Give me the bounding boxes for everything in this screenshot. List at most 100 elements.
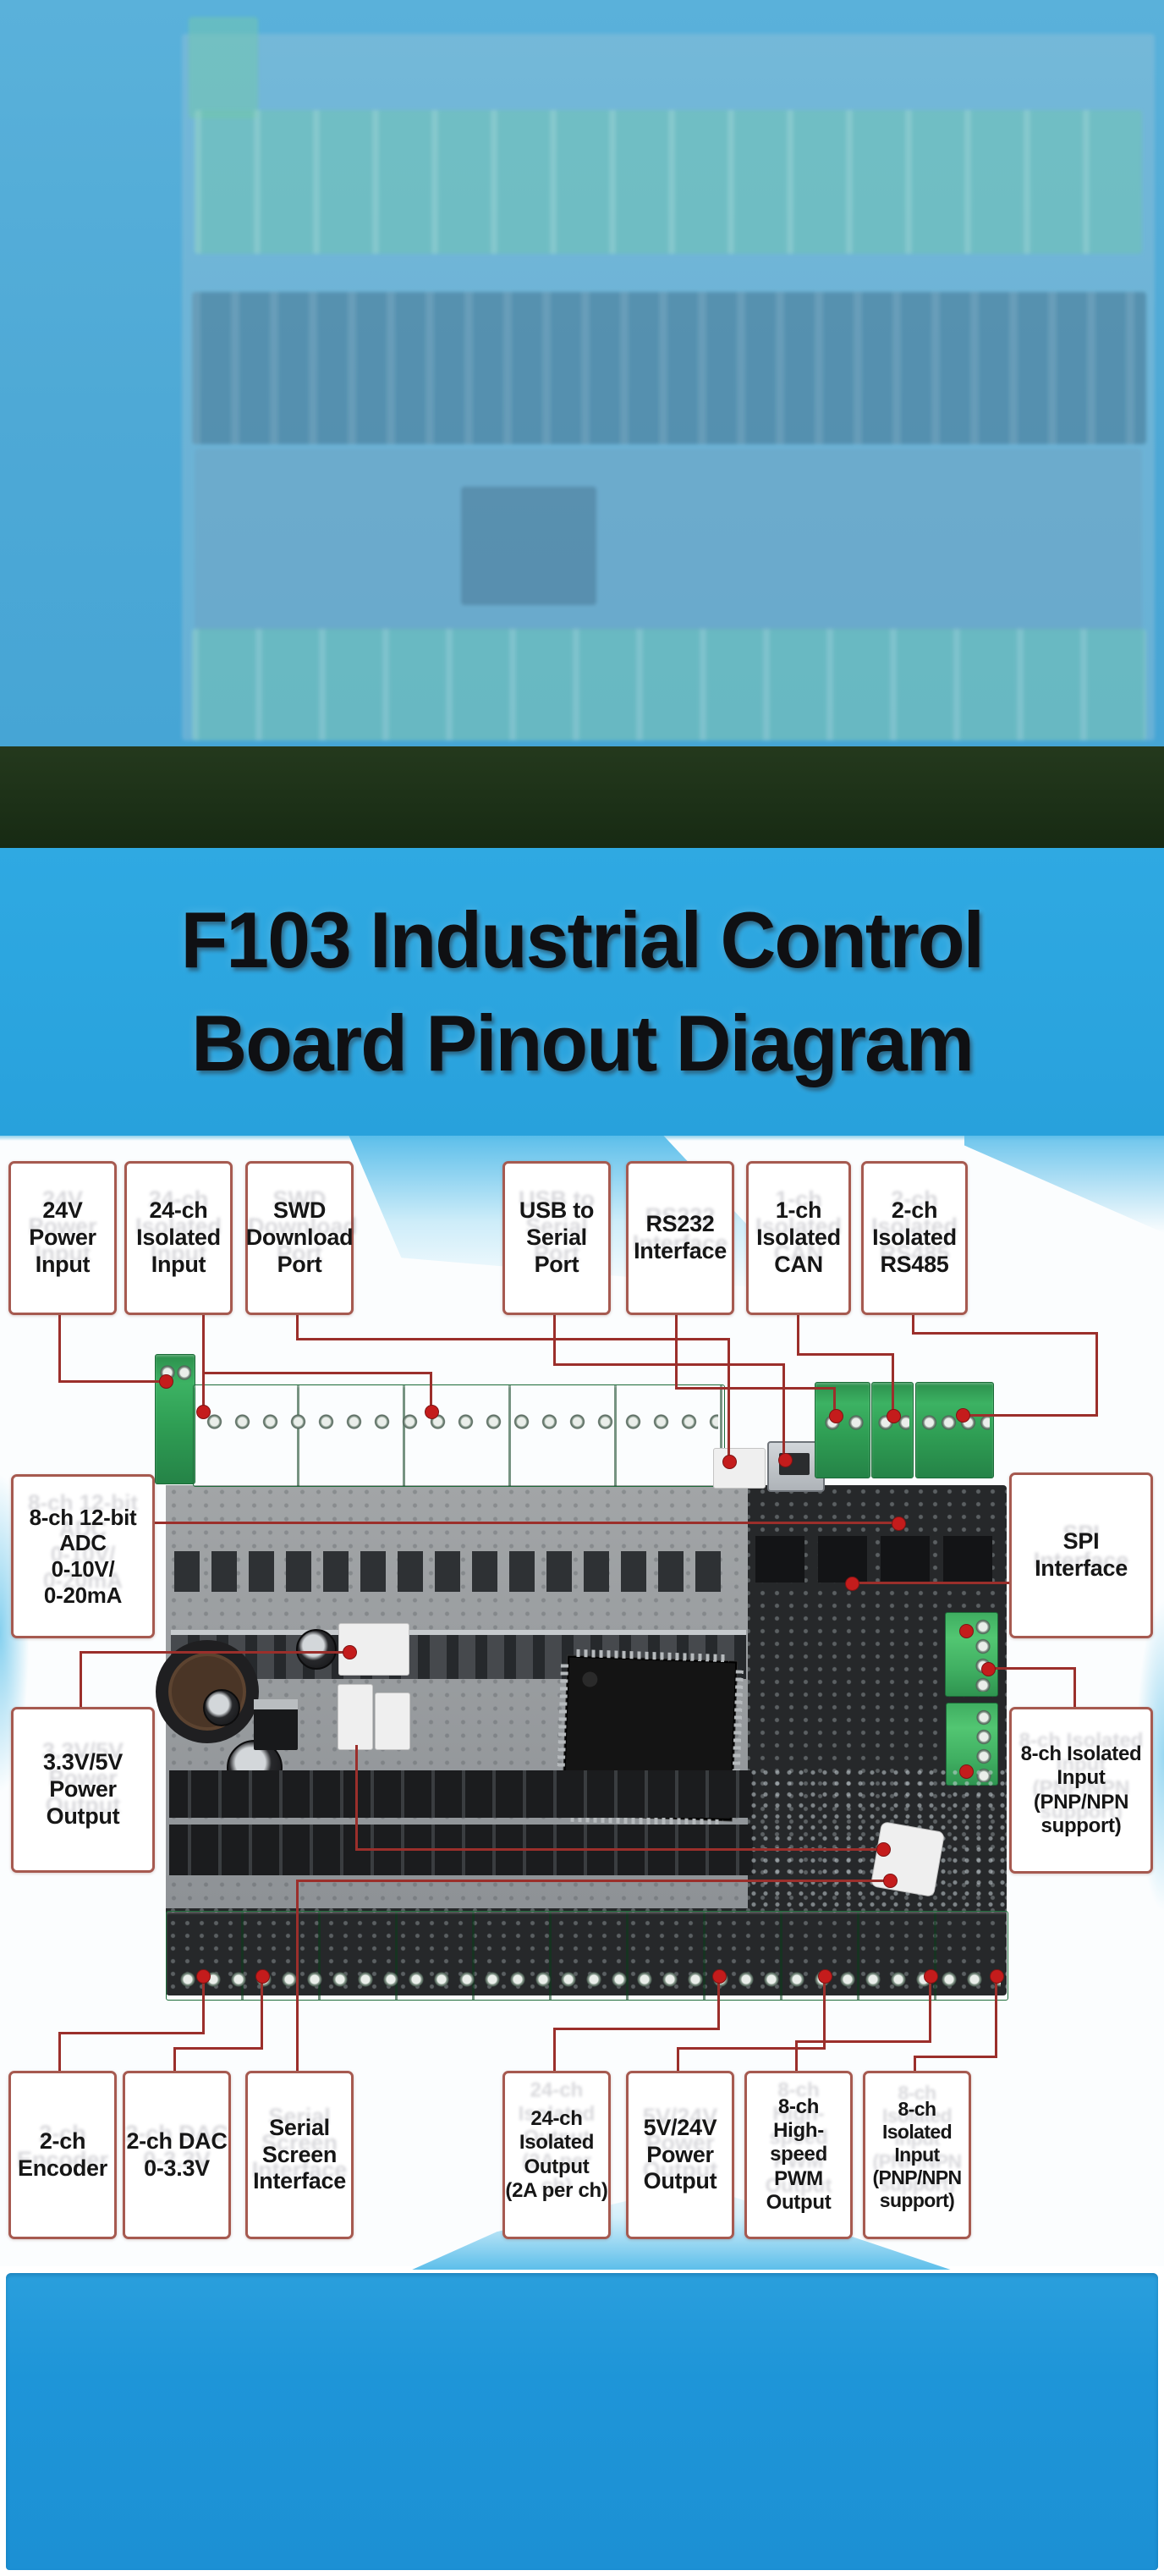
callout-box-usb-to-serial-port: USB to Serial Port USB to Serial Port	[502, 1161, 611, 1315]
ghost-board-image	[182, 13, 1155, 740]
callout-dot	[778, 1453, 793, 1467]
callout-line	[912, 1332, 1098, 1335]
callout-line	[173, 2047, 263, 2050]
callout-box-2ch-dac: 2-ch DAC 0-3.3V 2-ch DAC 0-3.3V	[123, 2071, 231, 2239]
callout-line	[80, 1651, 349, 1654]
callout-label: 3.3V/5V Power Output	[43, 1749, 123, 1829]
callout-line	[782, 1363, 785, 1460]
callout-box-serial-screen-interface: Serial Screen Interface Serial Screen In…	[245, 2071, 354, 2239]
callout-line	[795, 2040, 931, 2043]
callout-box-1ch-isolated-can: 1-ch Isolated CAN 1-ch Isolated CAN	[746, 1161, 851, 1315]
toroid-inductor	[156, 1640, 259, 1743]
ghost-board-body	[182, 34, 1155, 740]
callout-line	[797, 1353, 894, 1356]
callout-dot	[159, 1374, 173, 1389]
callout-line	[986, 1667, 1076, 1670]
callout-label: Serial Screen Interface	[253, 2114, 346, 2194]
dark-green-divider-band	[0, 746, 1164, 848]
terminal-strip-top-inputs	[193, 1384, 725, 1487]
callout-line	[963, 1414, 1098, 1417]
callout-line	[173, 2047, 176, 2071]
callout-box-2ch-encoder: 2-ch Encoder 2-ch Encoder	[8, 2071, 117, 2239]
callout-dot	[892, 1516, 906, 1531]
white-relay-2	[375, 1693, 410, 1750]
callout-line	[929, 1977, 931, 2043]
callout-dot	[845, 1577, 859, 1591]
callout-label: 8-ch Isolated Input (PNP/NPN support)	[1020, 1742, 1142, 1837]
callout-line	[355, 1745, 358, 1851]
callout-line	[553, 2028, 556, 2071]
callout-label: SWD Download Port	[245, 1197, 354, 1277]
hero-background	[0, 0, 1164, 746]
callout-line	[553, 1363, 785, 1366]
callout-dot	[876, 1842, 891, 1857]
callout-label: 8-ch High-speed PWM Output	[766, 2094, 832, 2214]
callout-label: USB to Serial Port	[519, 1197, 595, 1277]
callout-dot	[981, 1662, 996, 1676]
callout-label: 5V/24V Power Output	[643, 2114, 717, 2194]
transistor-row-2	[169, 1770, 753, 1818]
callout-box-24ch-isolated-output: 24-ch Isolated Output (2A per ch) 24-ch …	[502, 2071, 611, 2239]
optocoupler-row	[174, 1551, 733, 1592]
ghost-terminal-strip-top	[195, 110, 1142, 254]
callout-line	[892, 1353, 894, 1416]
pcb-board-photo	[155, 1352, 1008, 2001]
white-relay-1	[338, 1684, 373, 1750]
callout-line	[995, 1977, 997, 2058]
callout-box-24ch-isolated-input: 24-ch Isolated Input 24-ch Isolated Inpu…	[124, 1161, 233, 1315]
callout-label: 8-ch Isolated Input (PNP/NPN support)	[872, 2097, 962, 2212]
callout-line	[261, 1977, 263, 2050]
callout-label: 24V Power Input	[29, 1197, 96, 1277]
ic-row-right	[755, 1536, 992, 1582]
ghost-board-middle	[195, 449, 1142, 630]
callout-dot	[343, 1645, 357, 1660]
callout-line	[677, 2047, 826, 2050]
callout-box-spi-interface: SPI Interface SPI Interface	[1009, 1472, 1153, 1638]
callout-line	[677, 2047, 679, 2071]
callout-line	[553, 2028, 720, 2030]
callout-label: SPI Interface	[1035, 1528, 1128, 1581]
callout-line	[553, 1310, 556, 1366]
callout-line	[296, 1880, 299, 2071]
callout-dot	[959, 1624, 974, 1638]
callout-label: RS232 Interface	[634, 1211, 727, 1263]
callout-line	[202, 1372, 432, 1374]
ghost-component-row	[192, 292, 1146, 444]
callout-line	[675, 1387, 836, 1390]
callout-line	[58, 1310, 61, 1381]
callout-dot	[883, 1874, 898, 1888]
callout-label: 1-ch Isolated CAN	[756, 1197, 841, 1277]
callout-box-rs232-interface: RS232 Interface RS232 Interface	[626, 1161, 734, 1315]
callout-box-8ch-pwm-output: 8-ch High-speed PWM Output 8-ch High-spe…	[744, 2071, 853, 2239]
callout-line	[58, 2032, 204, 2034]
callout-box-adc: 8-ch 12-bit ADC 0-10V/ 0-20mA 8-ch 12-bi…	[11, 1474, 155, 1638]
terminal-rs485	[915, 1382, 994, 1478]
callout-line	[675, 1310, 678, 1390]
callout-line	[795, 2040, 798, 2071]
terminal-24v-power	[155, 1354, 195, 1484]
page-title-line2: Board Pinout Diagram	[191, 999, 975, 1087]
callout-line	[717, 1977, 720, 2029]
callout-label: 24-ch Isolated Output (2A per ch)	[505, 2106, 608, 2202]
callout-label: 24-ch Isolated Input	[136, 1197, 221, 1277]
terminal-rs232	[815, 1382, 870, 1478]
callout-dot	[712, 1969, 727, 1984]
serial-screen-connector	[870, 1820, 946, 1898]
callout-label: 8-ch 12-bit ADC 0-10V/ 0-20mA	[29, 1504, 137, 1608]
callout-label: 2-ch DAC 0-3.3V	[126, 2127, 228, 2181]
capacitor-top	[296, 1629, 337, 1670]
terminal-strip-bottom-outputs	[166, 1911, 1008, 2001]
callout-box-8ch-isolated-input-bottom: 8-ch Isolated Input (PNP/NPN support) 8-…	[863, 2071, 971, 2239]
callout-line	[852, 1582, 1009, 1584]
callout-line	[430, 1372, 432, 1412]
callout-box-24v-power-input: 24V Power Input 24V Power Input	[8, 1161, 117, 1315]
callout-dot	[255, 1969, 270, 1984]
callout-line	[296, 1310, 299, 1340]
callout-dot	[829, 1409, 843, 1423]
callout-dot	[956, 1408, 970, 1423]
ghost-terminal-corner	[189, 17, 258, 118]
swd-connector	[713, 1448, 766, 1489]
callout-line	[355, 1848, 883, 1851]
callout-dot	[425, 1405, 439, 1419]
callout-line	[202, 1310, 205, 1412]
